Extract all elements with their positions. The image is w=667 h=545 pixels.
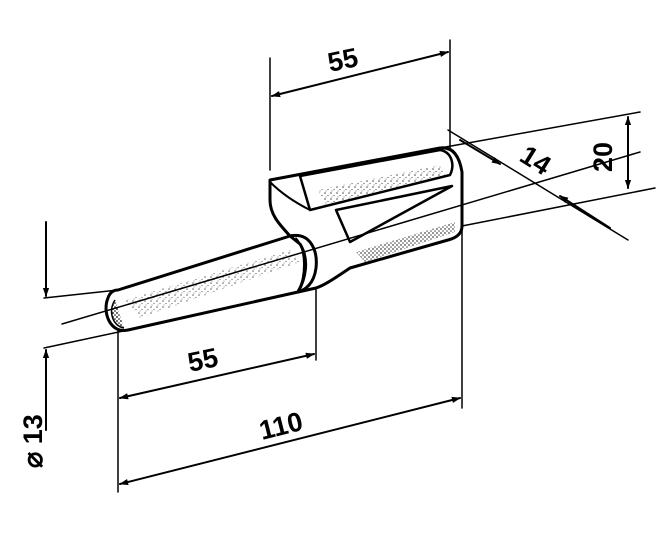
dim-line-shank-55 <box>119 352 315 400</box>
dim-line-14-b <box>559 195 611 229</box>
shank <box>104 233 318 332</box>
dim-line-110 <box>119 396 461 486</box>
dim-label-diameter: ⌀ 13 <box>18 414 48 468</box>
dim-line-top-55 <box>271 50 449 98</box>
extension-lines <box>43 39 656 493</box>
dimension-lines <box>42 50 632 486</box>
dim-label-height: 20 <box>588 142 618 172</box>
wedge-head <box>268 146 464 294</box>
dim-line-14-a <box>459 139 501 165</box>
dim-label-top-length: 55 <box>325 42 361 78</box>
dim-label-shank-length: 55 <box>185 342 221 378</box>
